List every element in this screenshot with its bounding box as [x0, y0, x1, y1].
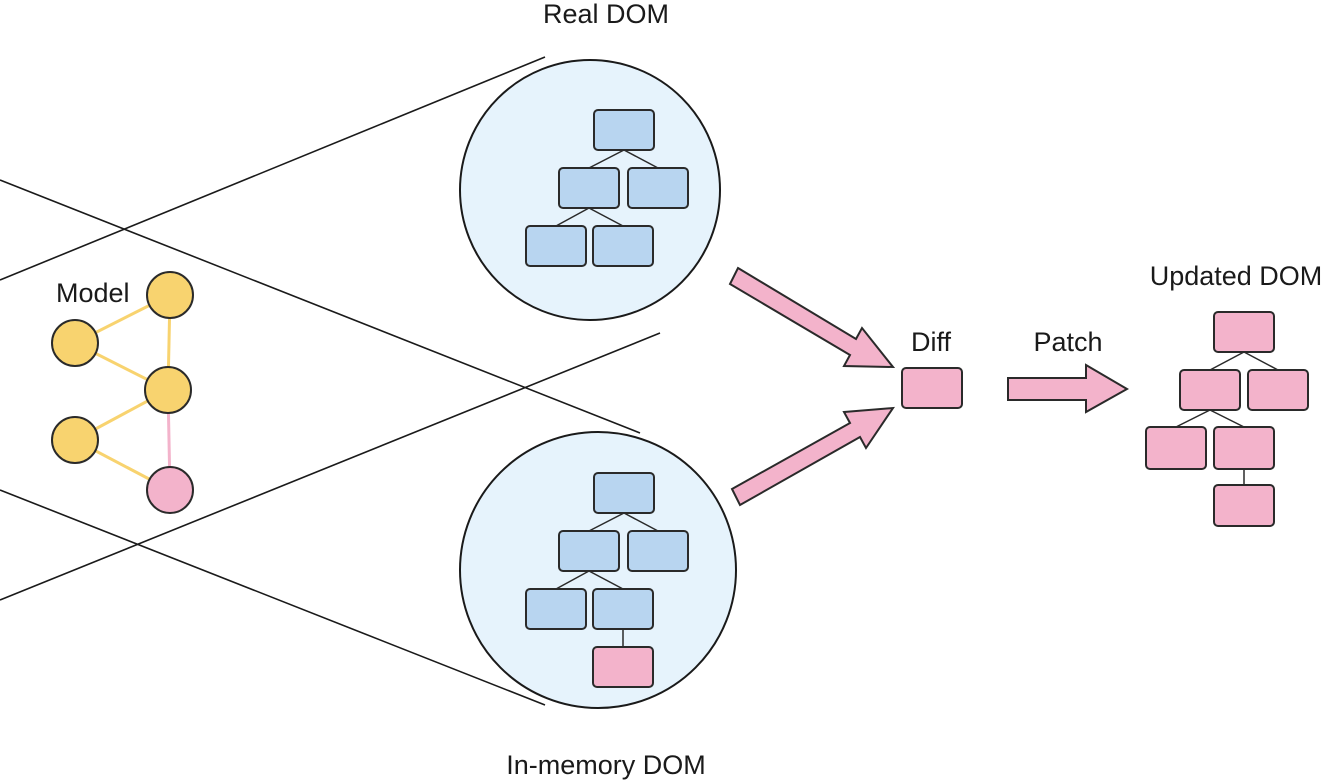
in-memory-dom-group	[459, 431, 737, 709]
model-label: Model	[56, 278, 130, 308]
real-dom-label: Real DOM	[543, 0, 669, 29]
real-dom-node-root	[593, 109, 655, 151]
in-memory-dom-tree	[525, 472, 689, 688]
memory-dom-node-root	[593, 472, 655, 514]
real-to-diff-arrow	[728, 266, 896, 369]
memory-dom-node	[525, 588, 587, 630]
updated-dom-node	[1213, 426, 1275, 470]
projection-line-real-bottom	[0, 332, 661, 601]
patch-label: Patch	[1033, 327, 1102, 357]
projection-line-memory-bottom	[0, 489, 546, 706]
memory-dom-node	[627, 530, 689, 572]
diff-label: Diff	[911, 327, 952, 357]
projection-line-real-top	[0, 56, 546, 281]
updated-dom-label: Updated DOM	[1150, 261, 1323, 291]
real-dom-node	[525, 225, 587, 267]
memory-dom-new-node	[592, 646, 654, 688]
memory-to-diff-arrow	[730, 406, 895, 507]
updated-dom-node	[1145, 426, 1207, 470]
model-node	[51, 319, 99, 367]
diff-node	[901, 367, 963, 409]
real-dom-group	[459, 59, 721, 321]
memory-dom-node	[592, 588, 654, 630]
real-dom-tree	[525, 109, 689, 267]
model-node	[146, 271, 194, 319]
projection-lines	[0, 56, 661, 706]
memory-dom-node	[558, 530, 620, 572]
updated-dom-tree	[1145, 311, 1309, 527]
real-dom-node	[627, 167, 689, 209]
patch-arrow	[1007, 363, 1130, 414]
in-memory-dom-label: In-memory DOM	[506, 750, 706, 780]
model-node	[51, 416, 99, 464]
updated-dom-node	[1213, 484, 1275, 527]
projection-line-memory-top	[0, 179, 641, 434]
model-node	[144, 366, 192, 414]
model-graph	[51, 271, 194, 514]
real-dom-node	[592, 225, 654, 267]
real-dom-node	[558, 167, 620, 209]
model-node-changed	[146, 466, 194, 514]
updated-dom-node	[1179, 369, 1241, 411]
updated-dom-node-root	[1213, 311, 1275, 353]
updated-dom-node	[1247, 369, 1309, 411]
